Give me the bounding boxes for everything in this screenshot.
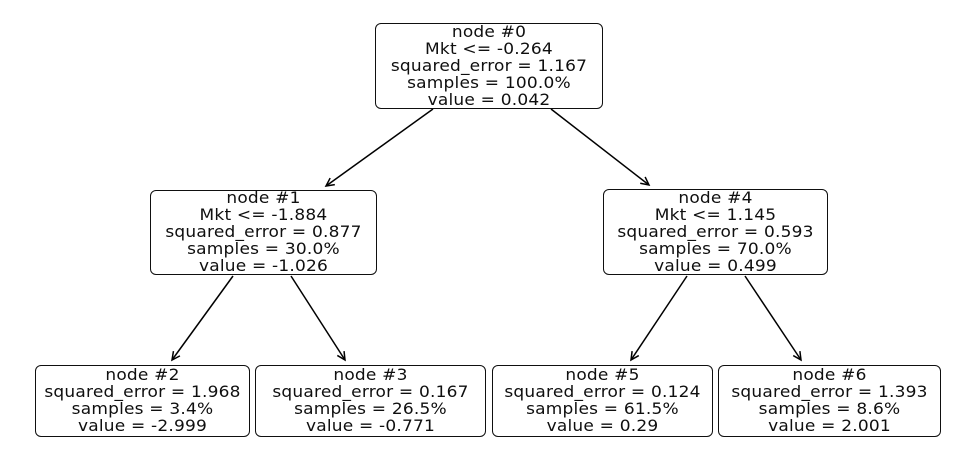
node-squared-error: squared_error = 0.593 bbox=[617, 222, 814, 242]
node-samples: samples = 61.5% bbox=[526, 399, 679, 419]
edge-node4-node5 bbox=[630, 275, 688, 362]
node-value: value = 0.042 bbox=[427, 90, 551, 110]
node-title: node #2 bbox=[105, 365, 180, 385]
tree-node-1: node #1 Mkt <= -1.884 squared_error = 0.… bbox=[150, 190, 377, 275]
node-squared-error: squared_error = 0.167 bbox=[272, 382, 469, 402]
tree-node-2: node #2 squared_error = 1.968 samples = … bbox=[35, 365, 250, 437]
node-value: value = -2.999 bbox=[77, 416, 208, 436]
edge-node1-node2 bbox=[171, 275, 234, 362]
node-samples: samples = 70.0% bbox=[639, 239, 792, 259]
node-title: node #1 bbox=[226, 188, 301, 208]
node-value: value = 0.29 bbox=[546, 416, 659, 436]
node-value: value = 2.001 bbox=[768, 416, 891, 436]
node-title: node #0 bbox=[451, 22, 527, 42]
tree-node-4: node #4 Mkt <= 1.145 squared_error = 0.5… bbox=[603, 189, 828, 275]
node-samples: samples = 100.0% bbox=[407, 73, 571, 93]
node-title: node #5 bbox=[565, 365, 640, 385]
tree-node-6: node #6 squared_error = 1.393 samples = … bbox=[718, 365, 941, 437]
node-split-condition: Mkt <= -0.264 bbox=[425, 39, 553, 59]
node-squared-error: squared_error = 1.167 bbox=[390, 56, 588, 76]
node-split-condition: Mkt <= 1.145 bbox=[654, 205, 777, 225]
node-samples: samples = 26.5% bbox=[294, 399, 447, 419]
tree-node-5: node #5 squared_error = 0.124 samples = … bbox=[492, 365, 713, 437]
node-value: value = 0.499 bbox=[654, 256, 777, 276]
node-value: value = -0.771 bbox=[305, 416, 436, 436]
node-title: node #4 bbox=[678, 188, 753, 208]
node-split-condition: Mkt <= -1.884 bbox=[199, 205, 328, 225]
edge-node4-node6 bbox=[744, 275, 802, 362]
node-squared-error: squared_error = 1.968 bbox=[44, 382, 241, 402]
node-samples: samples = 30.0% bbox=[187, 239, 340, 259]
edge-node0-node4 bbox=[550, 108, 651, 187]
node-squared-error: squared_error = 1.393 bbox=[731, 382, 928, 402]
edge-node1-node3 bbox=[290, 275, 346, 362]
edge-node0-node1 bbox=[324, 108, 434, 187]
tree-node-0: node #0 Mkt <= -0.264 squared_error = 1.… bbox=[375, 23, 603, 109]
node-title: node #6 bbox=[792, 365, 867, 385]
node-squared-error: squared_error = 0.124 bbox=[504, 382, 701, 402]
tree-node-3: node #3 squared_error = 0.167 samples = … bbox=[255, 365, 486, 437]
node-squared-error: squared_error = 0.877 bbox=[165, 222, 362, 242]
node-samples: samples = 8.6% bbox=[758, 399, 901, 419]
node-value: value = -1.026 bbox=[198, 256, 329, 276]
node-samples: samples = 3.4% bbox=[71, 399, 214, 419]
node-title: node #3 bbox=[333, 365, 408, 385]
